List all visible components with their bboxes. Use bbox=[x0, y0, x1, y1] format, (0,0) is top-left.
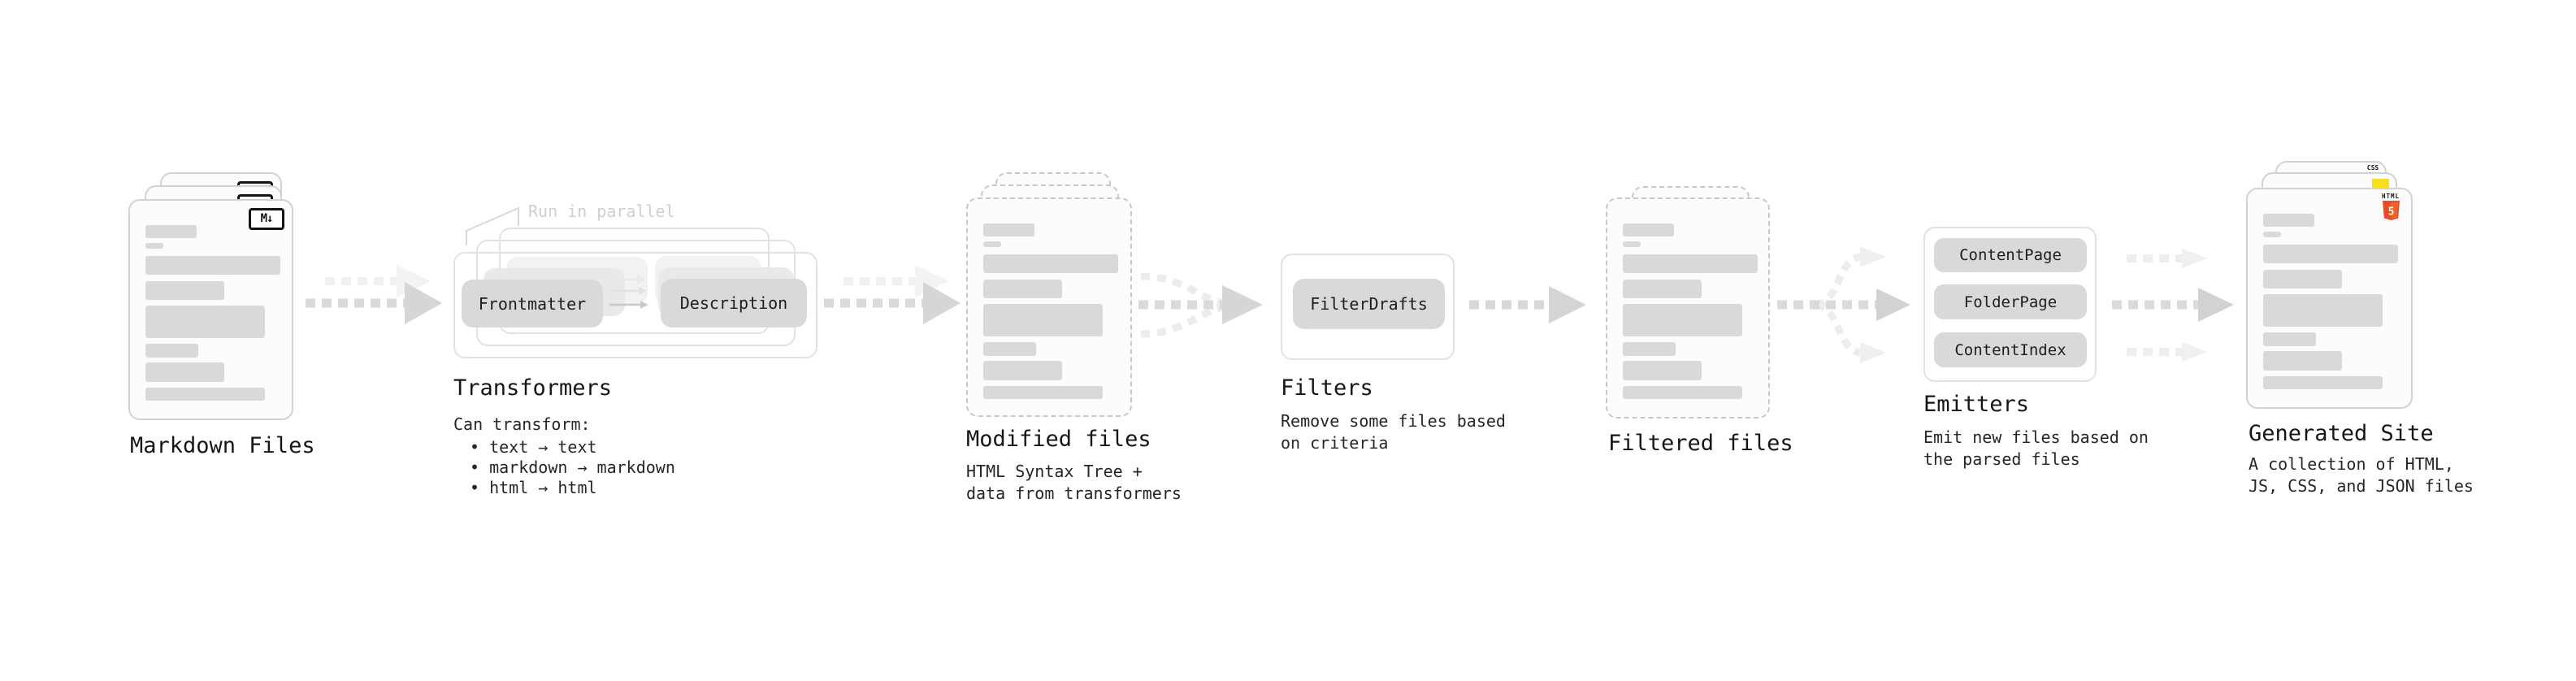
content-bar bbox=[983, 280, 1062, 298]
transformer-box bbox=[453, 252, 817, 358]
filtered-files-heading: Filtered files bbox=[1608, 431, 1793, 456]
content-bar bbox=[145, 225, 197, 238]
content-bar bbox=[2263, 270, 2342, 288]
content-bar bbox=[145, 344, 198, 358]
markdown-icon: M↓ bbox=[249, 208, 284, 230]
content-bar bbox=[983, 254, 1118, 273]
modified-files-heading: Modified files bbox=[966, 427, 1151, 452]
content-bar bbox=[145, 306, 265, 338]
html5-icon: HTML 5 bbox=[2382, 193, 2400, 220]
file-card bbox=[1606, 197, 1770, 419]
content-bar bbox=[145, 281, 224, 300]
emitters-box bbox=[1923, 227, 2097, 382]
file-card: HTML 5 bbox=[2246, 188, 2413, 409]
flow-arrow-emitters-to-generated bbox=[2112, 249, 2234, 362]
filters-heading: Filters bbox=[1281, 375, 1373, 401]
transformer-description-chip: Description bbox=[661, 279, 807, 327]
content-bar bbox=[145, 243, 163, 249]
html5-shield: 5 bbox=[2382, 201, 2400, 220]
content-bar bbox=[1623, 241, 1641, 247]
generated-site-description: A collection of HTML, JS, CSS, and JSON … bbox=[2249, 454, 2474, 496]
filters-box bbox=[1281, 254, 1455, 360]
transformers-bullet-list: • text → text • markdown → markdown • ht… bbox=[453, 437, 675, 498]
flow-arrow-filtered-to-emitters bbox=[1777, 246, 1910, 363]
emitter-contentpage-chip: ContentPage bbox=[1934, 238, 2087, 272]
chip-flow-arrows bbox=[609, 275, 648, 309]
content-bar bbox=[1623, 254, 1758, 273]
content-bar bbox=[2263, 332, 2316, 346]
content-bar bbox=[983, 304, 1103, 336]
flow-arrow-transformers-to-modified bbox=[824, 265, 961, 324]
file-card: M↓ bbox=[128, 199, 293, 420]
content-bar bbox=[2263, 351, 2342, 371]
flow-arrow-filters-to-filtered bbox=[1469, 286, 1586, 323]
filters-description: Remove some files based on criteria bbox=[1281, 411, 1506, 453]
file-card bbox=[966, 197, 1132, 417]
content-bar bbox=[1623, 386, 1742, 399]
js-icon bbox=[2372, 179, 2389, 189]
run-in-parallel-note: Run in parallel bbox=[528, 202, 675, 221]
emitters-description: Emit new files based on the parsed files bbox=[1923, 427, 2149, 469]
transformers-heading: Transformers bbox=[453, 375, 613, 401]
generated-site-heading: Generated Site bbox=[2249, 421, 2434, 446]
content-bar bbox=[1623, 280, 1702, 298]
emitters-heading: Emitters bbox=[1923, 392, 2030, 417]
bullet-item: • html → html bbox=[470, 478, 597, 497]
content-bar bbox=[2263, 245, 2398, 263]
content-bar bbox=[1623, 304, 1742, 336]
filter-filterdrafts-chip: FilterDrafts bbox=[1293, 279, 1445, 329]
transformer-frontmatter-chip: Frontmatter bbox=[462, 280, 603, 327]
content-bar bbox=[2263, 214, 2314, 227]
content-bar bbox=[2263, 294, 2383, 327]
content-bar bbox=[2263, 232, 2281, 237]
content-bar bbox=[1623, 342, 1676, 356]
content-bar bbox=[983, 241, 1001, 247]
content-bar bbox=[983, 342, 1036, 356]
parallel-leader-line bbox=[466, 206, 519, 245]
emitter-contentindex-chip: ContentIndex bbox=[1934, 332, 2087, 367]
content-bar bbox=[1623, 361, 1702, 380]
content-bar bbox=[983, 361, 1062, 380]
flow-arrow-modified-to-filters bbox=[1138, 272, 1263, 338]
content-bar bbox=[983, 386, 1103, 399]
content-bar bbox=[145, 388, 265, 401]
html5-icon-label: HTML bbox=[2382, 193, 2400, 200]
bullet-item: • markdown → markdown bbox=[470, 458, 675, 477]
content-bar bbox=[145, 256, 280, 275]
content-bar bbox=[983, 223, 1034, 236]
emitter-folderpage-chip: FolderPage bbox=[1934, 284, 2087, 319]
transformers-desc-title: Can transform: bbox=[453, 414, 591, 434]
markdown-files-heading: Markdown Files bbox=[130, 433, 315, 458]
content-bar bbox=[1623, 223, 1674, 236]
content-bar bbox=[145, 362, 224, 382]
modified-files-description: HTML Syntax Tree + data from transformer… bbox=[966, 462, 1182, 503]
css-icon-label: CSS bbox=[2366, 164, 2379, 171]
bullet-item: • text → text bbox=[470, 437, 597, 457]
flow-arrow-markdown-to-transformers bbox=[306, 265, 442, 324]
content-bar bbox=[2263, 376, 2383, 389]
svg-text:5: 5 bbox=[2387, 206, 2394, 219]
